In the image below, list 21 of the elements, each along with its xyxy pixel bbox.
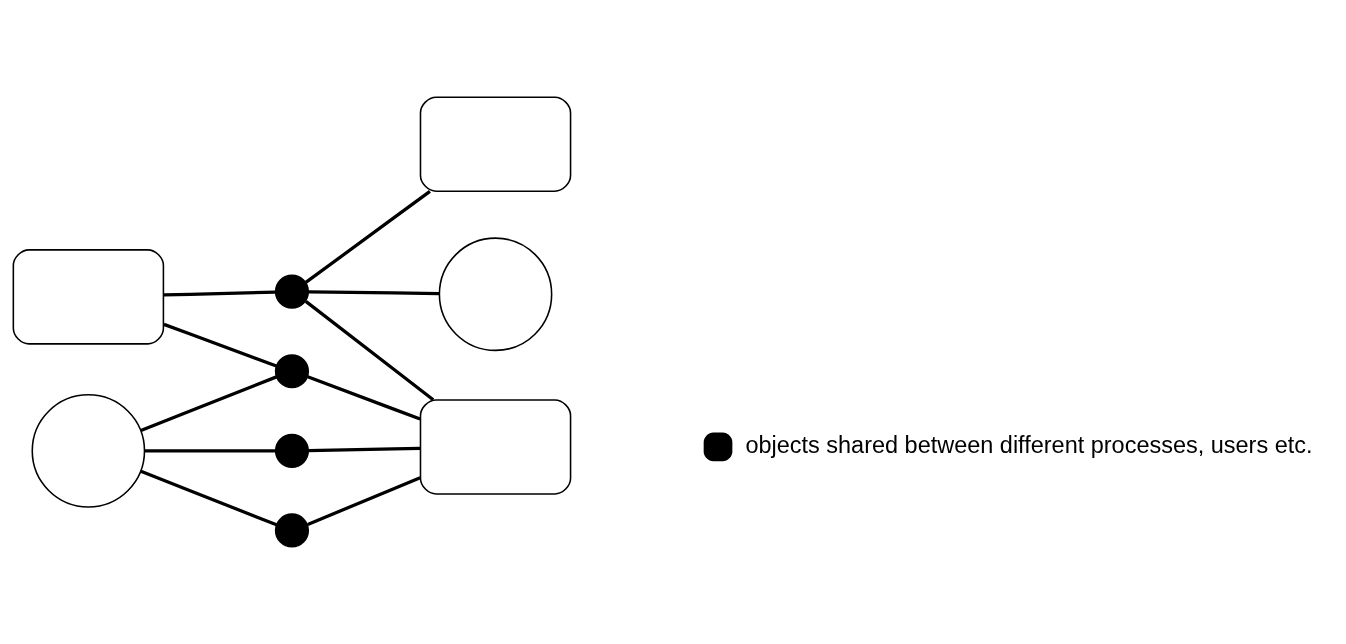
node-box bbox=[12, 249, 165, 345]
node-dot bbox=[274, 513, 310, 548]
connector bbox=[308, 290, 440, 296]
connector bbox=[307, 375, 421, 421]
node-dot bbox=[274, 433, 310, 468]
connector bbox=[304, 190, 431, 284]
legend-label: objects shared between different processes, users etc. bbox=[745, 431, 1313, 458]
connector bbox=[140, 469, 278, 527]
node-circle bbox=[438, 237, 553, 352]
connector bbox=[140, 375, 278, 433]
connector bbox=[307, 476, 421, 526]
connector bbox=[163, 290, 276, 297]
connector bbox=[308, 446, 421, 453]
node-circle bbox=[31, 393, 146, 508]
node-dot bbox=[274, 354, 310, 389]
node-dot bbox=[274, 274, 310, 309]
connector bbox=[163, 322, 277, 368]
connector bbox=[304, 300, 435, 402]
node-box bbox=[419, 399, 572, 495]
node-box bbox=[419, 96, 572, 192]
connector bbox=[144, 449, 276, 453]
